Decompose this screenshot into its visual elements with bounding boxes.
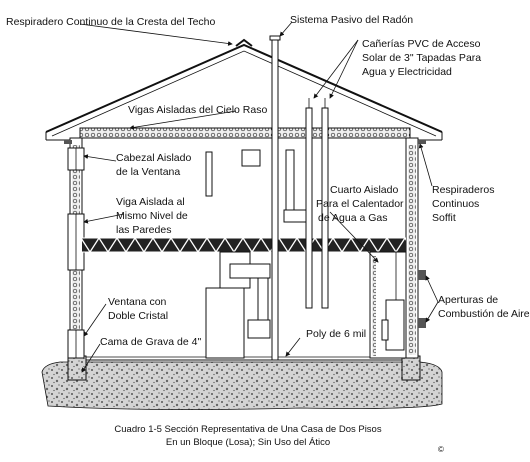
caption-line-2: En un Bloque (Losa); Sin Uso del Ático bbox=[165, 437, 331, 448]
copyright-mark: © bbox=[438, 445, 444, 454]
label-pvc-pipes-3: Agua y Electricidad bbox=[362, 66, 452, 78]
label-soffit-vents-3: Soffit bbox=[432, 212, 456, 224]
left-footing bbox=[67, 355, 87, 381]
label-heater-room-3: de Agua a Gas bbox=[318, 212, 388, 224]
radon-pipe bbox=[271, 37, 279, 361]
ground-gravel bbox=[41, 361, 443, 410]
label-gravel-bed: Cama de Grava de 4" bbox=[100, 336, 202, 348]
ceiling-insulation bbox=[79, 127, 411, 139]
duct-upper-2 bbox=[241, 149, 261, 167]
label-heater-room-1: Cuarto Aislado bbox=[330, 184, 399, 196]
label-soffit-vents-2: Continuos bbox=[432, 198, 480, 210]
ridge-vent bbox=[235, 38, 253, 47]
roof bbox=[45, 43, 443, 133]
label-pvc-pipes-2: Solar de 3" Tapadas Para bbox=[362, 52, 482, 64]
combustion-opening-bottom bbox=[418, 318, 426, 328]
combustion-opening-top bbox=[418, 270, 426, 280]
caption-line-1: Cuadro 1-5 Sección Representativa de Una… bbox=[114, 424, 382, 435]
label-ceiling-joists: Vigas Aisladas del Cielo Raso bbox=[128, 104, 268, 116]
right-footing bbox=[401, 355, 421, 381]
label-soffit-vents-1: Respiraderos bbox=[432, 184, 495, 196]
label-window-1: Ventana con bbox=[108, 296, 167, 308]
soffit-vent-left bbox=[64, 140, 72, 144]
furnace bbox=[205, 287, 245, 359]
label-rim-joist-3: las Paredes bbox=[116, 224, 172, 236]
label-ridge-vent: Respiradero Continuo de la Cresta del Te… bbox=[6, 16, 216, 28]
duct-upper-1 bbox=[205, 151, 213, 197]
label-rim-joist-2: Mismo Nivel de bbox=[116, 210, 188, 222]
label-heater-room-2: Para el Calentador bbox=[316, 198, 404, 210]
water-heater bbox=[385, 299, 405, 351]
label-rim-joist-1: Viga Aislada al bbox=[116, 196, 185, 208]
soffit-vent-right bbox=[418, 140, 426, 144]
label-window-2: Doble Cristal bbox=[108, 310, 169, 322]
label-combustion-1: Aperturas de bbox=[438, 294, 499, 306]
pvc-pipe-1 bbox=[305, 107, 313, 309]
label-pvc-pipes-1: Cañerías PVC de Acceso bbox=[362, 38, 481, 50]
label-vapor-barrier: Poly de 6 mil bbox=[306, 328, 367, 340]
label-window-header-1: Cabezal Aislado bbox=[116, 152, 192, 164]
label-window-header-2: de la Ventana bbox=[116, 166, 181, 178]
label-radon-system: Sistema Pasivo del Radón bbox=[290, 14, 414, 26]
label-combustion-2: Combustión de Aire bbox=[438, 308, 530, 320]
